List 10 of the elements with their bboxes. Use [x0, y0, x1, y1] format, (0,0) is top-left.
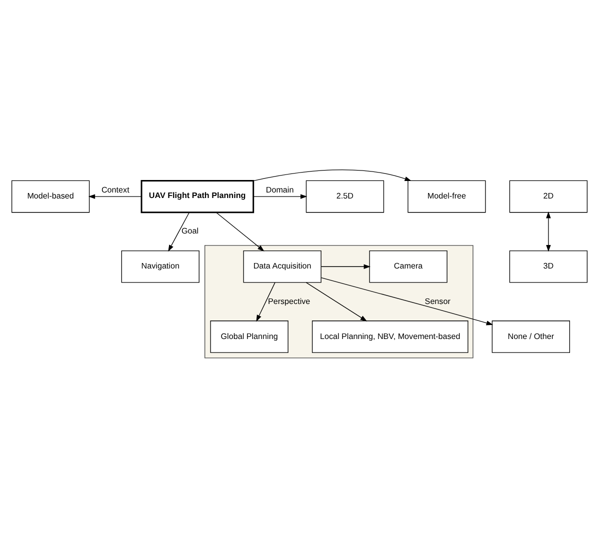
arrow: [253, 194, 308, 199]
arrow: [320, 277, 494, 326]
arrow: [256, 282, 276, 322]
arrow: [88, 194, 142, 199]
arrow: [546, 211, 551, 252]
arrow: [320, 264, 371, 269]
arrow: [253, 170, 412, 182]
arrow: [168, 212, 190, 252]
arrow: [306, 282, 368, 322]
arrow: [216, 212, 264, 252]
